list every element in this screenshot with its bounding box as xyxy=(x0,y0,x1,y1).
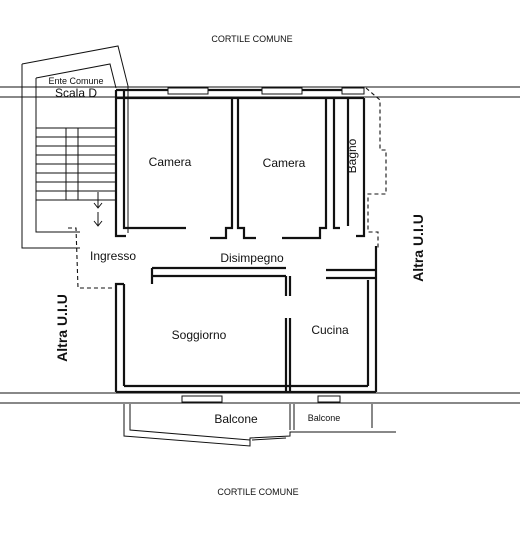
room-label-cucina: Cucina xyxy=(311,323,349,337)
courtyard-label-top: CORTILE COMUNE xyxy=(211,34,292,44)
balcony-label-2: Balcone xyxy=(308,413,341,423)
scala-label: Scala D xyxy=(55,86,97,100)
staircase xyxy=(21,45,129,249)
boundary-dashed xyxy=(68,87,387,289)
room-label-camera-1: Camera xyxy=(149,155,192,169)
neighbor-unit-label-left: Altra U.I.U xyxy=(54,294,70,362)
ente-comune-label: Ente Comune xyxy=(48,76,103,86)
room-label-bagno: Bagno xyxy=(345,138,359,173)
walls xyxy=(114,88,378,394)
room-label-soggiorno: Soggiorno xyxy=(172,328,227,342)
room-label-camera-2: Camera xyxy=(263,156,306,170)
balconies xyxy=(123,404,396,447)
windows xyxy=(167,87,365,403)
neighbor-unit-label-right: Altra U.I.U xyxy=(410,214,426,282)
balcony-label-1: Balcone xyxy=(214,412,258,426)
room-label-disimpegno: Disimpegno xyxy=(220,251,284,265)
courtyard-label-bottom: CORTILE COMUNE xyxy=(217,487,298,497)
room-label-ingresso: Ingresso xyxy=(90,249,136,263)
